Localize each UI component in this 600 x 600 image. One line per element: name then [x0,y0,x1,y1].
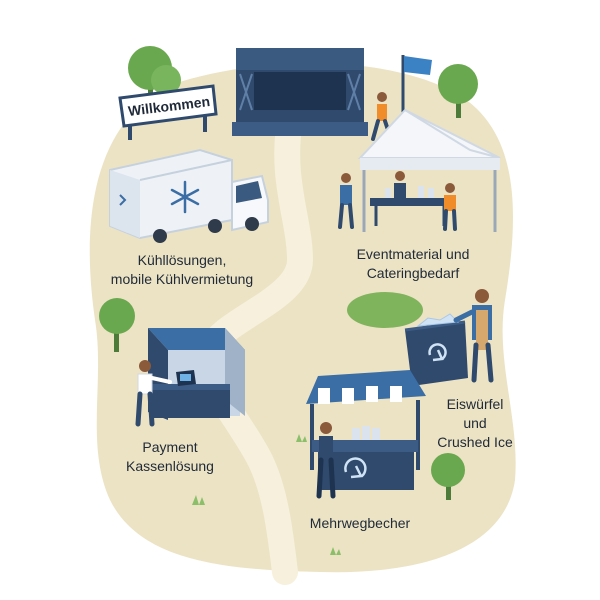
label-event-material: Eventmaterial und Cateringbedarf [338,245,488,283]
payment-booth-icon [148,328,245,420]
stage-icon [232,48,368,136]
cup-vendor-icon [316,422,336,499]
label-payment-line1: Payment [142,439,198,455]
label-event-line2: Cateringbedarf [366,265,460,281]
grass-tufts [192,434,341,555]
flag-icon [401,55,432,118]
label-cups-line1: Mehrwegbecher [309,515,411,531]
label-cooling-line2: mobile Kühlvermietung [110,271,254,287]
label-event-line1: Eventmaterial und [356,246,470,262]
label-payment-line2: Kassenlösung [126,458,214,474]
cashier-icon [135,360,172,427]
tree-bottom-right [431,453,465,500]
ice-bin-icon [404,313,468,386]
welcome-sign [118,84,218,140]
label-ice-line3: Crushed Ice [437,434,513,450]
label-cooling-line1: Kühllösungen, [137,252,227,268]
tree-top-left [128,46,181,106]
catering-staff-center-icon [394,171,406,198]
catering-staff-left-icon [338,173,354,229]
catering-staff-right-icon [443,183,457,231]
label-reusable-cups: Mehrwegbecher [300,514,420,533]
label-payment: Payment Kassenlösung [115,438,225,476]
ice-vendor-icon [453,289,494,383]
label-cooling-solutions: Kühllösungen, mobile Kühlvermietung [92,251,272,289]
label-ice-line2: und [463,415,487,431]
label-ice: Eiswürfel und Crushed Ice [425,395,525,452]
refrigerated-truck-icon [109,148,269,243]
tree-left [99,298,135,352]
label-ice-line1: Eiswürfel [446,396,504,412]
catering-tent-icon [357,108,501,232]
grass-patch [347,292,423,328]
tree-top-right [438,64,478,118]
